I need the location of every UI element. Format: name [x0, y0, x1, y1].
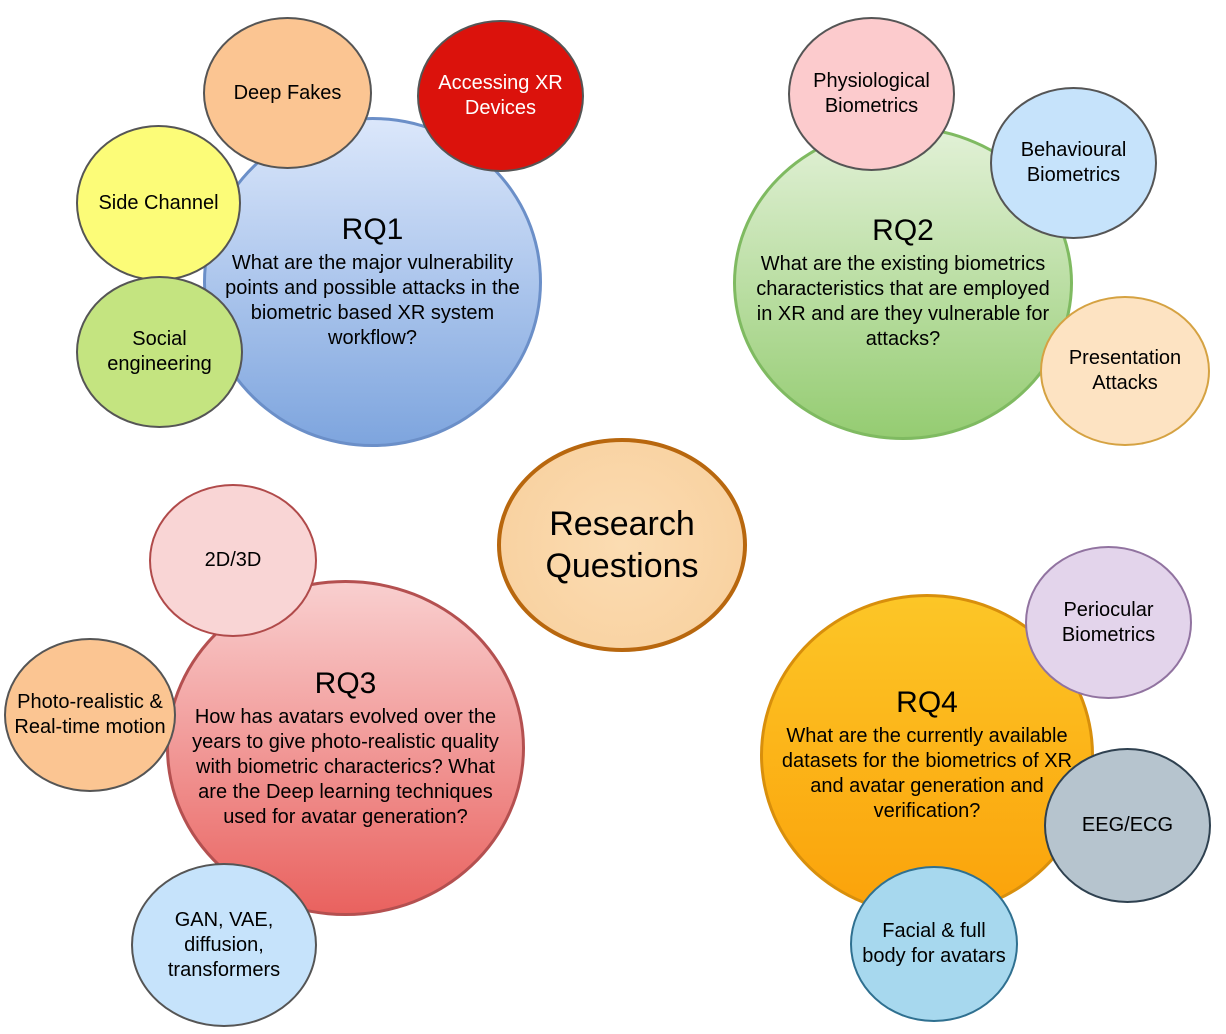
rq3-question: How has avatars evolved over the years t… [192, 705, 499, 828]
rq1-question: What are the major vulnerability points … [225, 252, 520, 349]
rq2-question: What are the existing biometrics charact… [756, 253, 1050, 350]
center-label: Research Questions [545, 505, 699, 585]
rq4-topic-facial-full-body: Facial & full body for avatars [850, 866, 1018, 1022]
rq1-topic-deep-fakes: Deep Fakes [203, 17, 372, 169]
rq1-title: RQ1 [341, 213, 404, 246]
rq1-topic-social-engineering: Social engineering [76, 276, 243, 428]
center-bubble: Research Questions [497, 438, 747, 652]
rq4-topic-eeg-ecg: EEG/ECG [1044, 748, 1211, 903]
rq1-bubble: RQ1 What are the major vulnerability poi… [203, 117, 542, 447]
rq4-topic-periocular-biometrics: Periocular Biometrics [1025, 546, 1192, 699]
rq2-title: RQ2 [872, 214, 934, 247]
rq4-title: RQ4 [896, 686, 958, 719]
rq4-question: What are the currently available dataset… [781, 725, 1073, 822]
rq2-topic-presentation-attacks: Presentation Attacks [1040, 296, 1210, 446]
rq3-topic-photo-realistic: Photo-realistic & Real-time motion [4, 638, 176, 792]
rq3-topic-2d-3d: 2D/3D [149, 484, 317, 637]
rq2-bubble: RQ2 What are the existing biometrics cha… [733, 126, 1073, 440]
rq2-topic-behavioural-biometrics: Behavioural Biometrics [990, 87, 1157, 239]
rq3-topic-gan-vae: GAN, VAE, diffusion, transformers [131, 863, 317, 1027]
rq1-topic-side-channel: Side Channel [76, 125, 241, 281]
rq2-topic-physiological-biometrics: Physiological Biometrics [788, 17, 955, 171]
rq3-title: RQ3 [314, 666, 377, 700]
rq1-topic-accessing-xr-devices: Accessing XR Devices [417, 20, 584, 172]
